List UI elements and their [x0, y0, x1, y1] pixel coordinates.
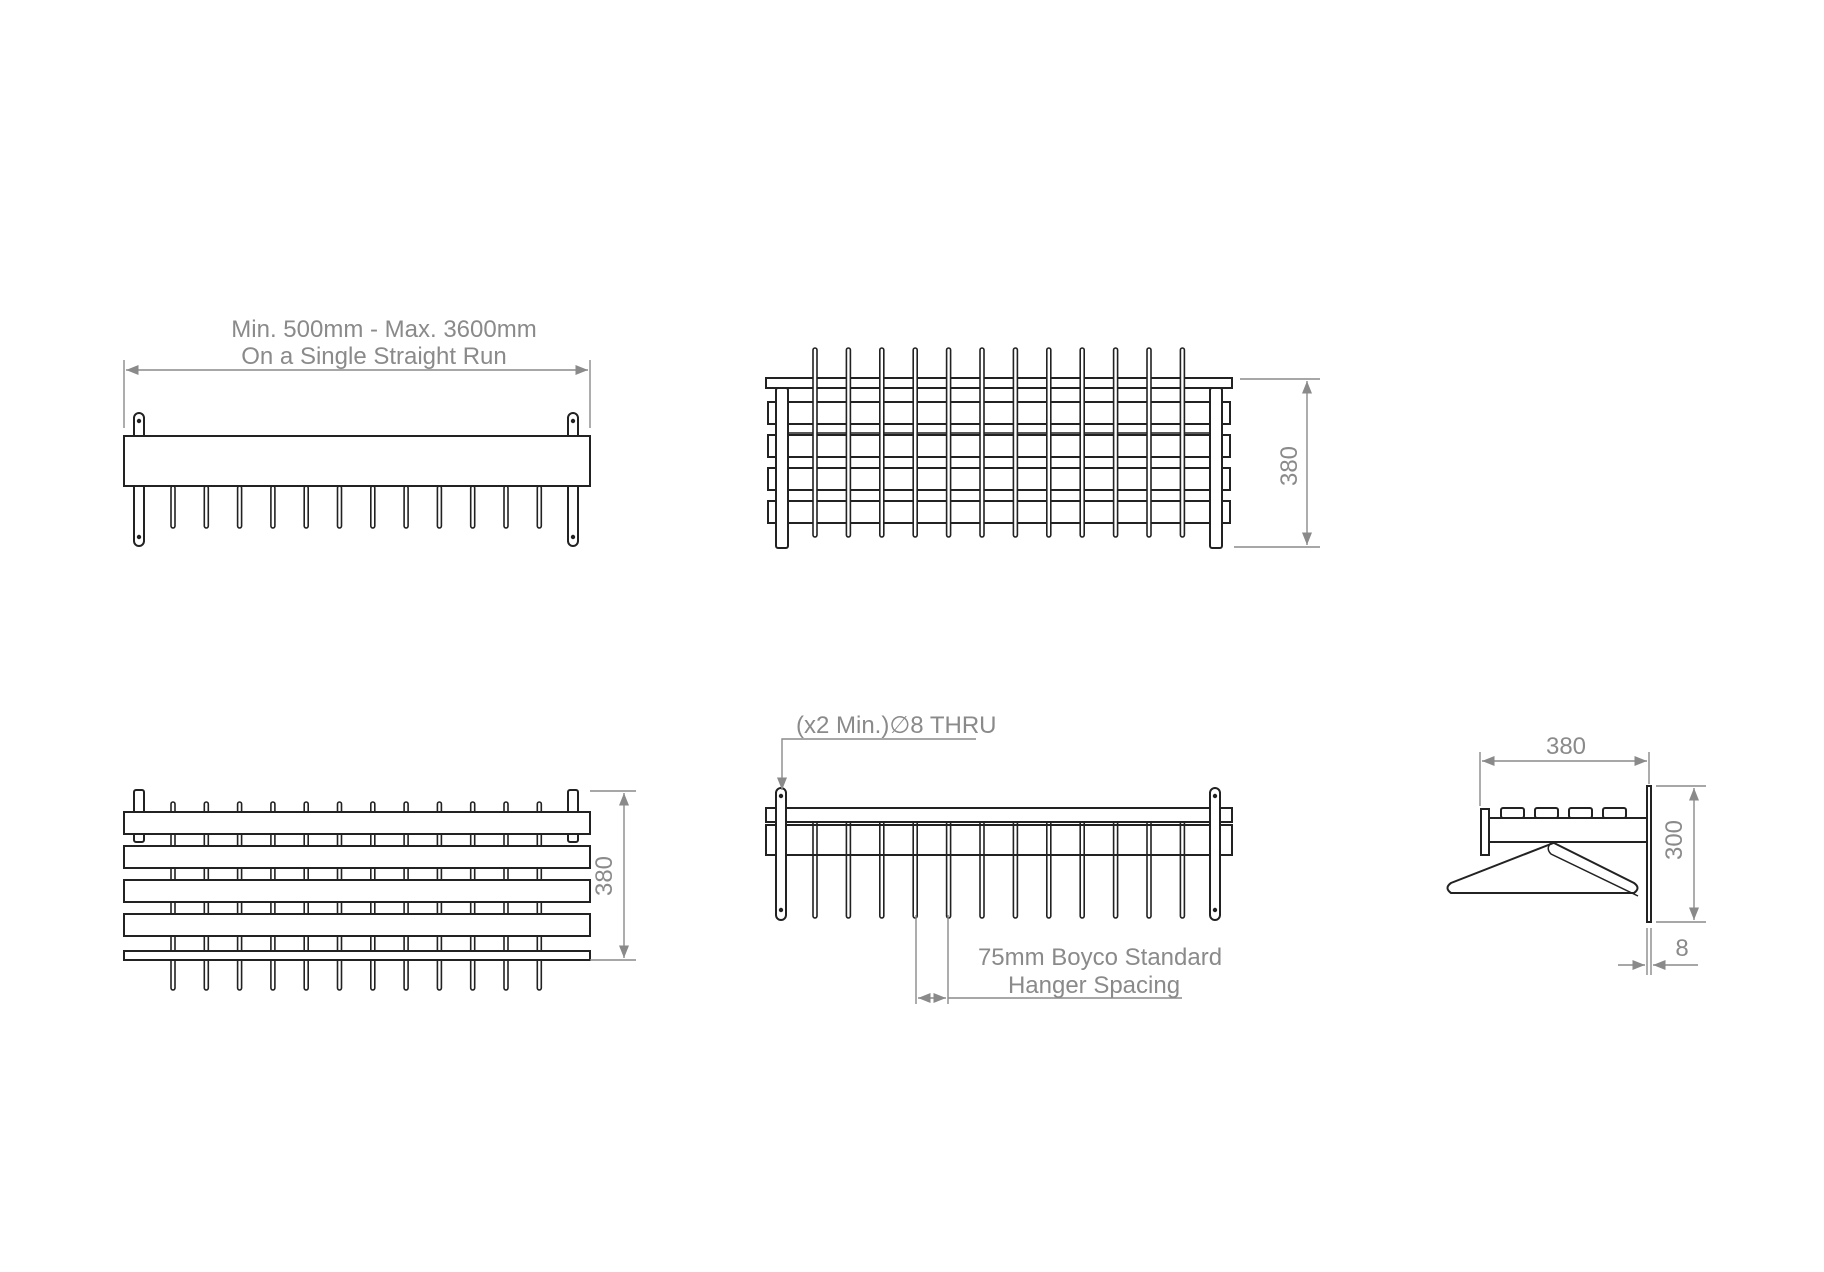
hanger-rod	[203, 485, 210, 529]
slat	[767, 500, 1231, 524]
hanger-rod	[1146, 347, 1152, 538]
hanger-rod	[536, 485, 543, 529]
front-rail	[123, 435, 591, 487]
slat	[123, 879, 591, 903]
hanger-rod	[1179, 817, 1186, 919]
hanger-rod	[1112, 817, 1119, 919]
hanger-rod	[1079, 817, 1085, 919]
side-elevation-view: 380 300 8	[1446, 733, 1706, 975]
hanger-rod	[979, 347, 985, 538]
front-stop	[1480, 808, 1490, 856]
hanger-rod	[878, 347, 885, 538]
side-height-label: 300	[1661, 820, 1688, 860]
left-bracket	[775, 387, 789, 549]
hanger-rod	[1179, 347, 1186, 538]
wall-plate	[1646, 785, 1652, 923]
rear-rail	[765, 807, 1233, 823]
hanger-rod	[1046, 817, 1052, 919]
hanger-rod	[236, 485, 243, 529]
hanger-rod	[845, 817, 852, 919]
hanger-rod	[1079, 347, 1085, 538]
slat	[767, 467, 1231, 491]
side-shelf-body	[1487, 817, 1648, 843]
top-slats	[767, 401, 1231, 524]
slat	[123, 811, 591, 835]
hanger-rod	[1112, 347, 1119, 538]
hanger-rod	[303, 485, 310, 529]
spacing-label-line1: 75mm Boyco Standard	[978, 944, 1222, 971]
hanger-rod	[912, 347, 919, 538]
slat	[123, 845, 591, 869]
length-range-label: Min. 500mm - Max. 3600mm	[231, 316, 536, 343]
right-bracket	[1209, 787, 1221, 921]
hanger-rod	[812, 347, 818, 538]
hanger-rod	[845, 347, 852, 538]
hanger-rod	[469, 485, 476, 529]
hanger-rod	[1046, 347, 1052, 538]
left-bracket	[775, 787, 787, 921]
top-plan-view: 380	[765, 347, 1320, 549]
slat	[767, 401, 1231, 425]
hanger-rod	[170, 485, 176, 529]
hanger-rod	[945, 347, 952, 538]
hanger-rod	[1146, 817, 1152, 919]
hanger-rod	[1012, 817, 1019, 919]
hanger-rod	[945, 817, 952, 919]
coat-hanger-icon	[1446, 841, 1639, 894]
underside-view: 380	[123, 789, 636, 991]
depth-label-top: 380	[1276, 446, 1303, 486]
slat	[767, 434, 1231, 458]
underside-slats	[123, 811, 591, 937]
rear-rail-lower	[765, 824, 1233, 856]
top-shelf	[765, 377, 1233, 389]
length-note-label: On a Single Straight Run	[241, 343, 507, 370]
rear-elevation-view: (x2 Min.)∅8 THRU 75mm Boyco Standard Han…	[765, 712, 1233, 1004]
right-bracket	[1209, 387, 1223, 549]
front-elevation-view: Min. 500mm - Max. 3600mm On a Single Str…	[123, 316, 591, 547]
bottom-shelf	[123, 950, 591, 961]
front-hanger-rods	[170, 485, 543, 529]
hanger-rod	[979, 817, 985, 919]
hanger-rod	[503, 485, 509, 529]
hanger-rod	[336, 485, 343, 529]
rear-hanger-rods	[812, 817, 1186, 919]
hanger-rod	[812, 817, 818, 919]
hanger-rod	[436, 485, 443, 529]
top-hanger-rods	[812, 347, 1186, 538]
fixing-holes-label: (x2 Min.)∅8 THRU	[796, 712, 996, 739]
hanger-rod	[403, 485, 409, 529]
hanger-rod	[912, 817, 919, 919]
hanger-rod	[1012, 347, 1019, 538]
depth-label-bottom: 380	[591, 856, 618, 896]
side-thickness-label: 8	[1675, 935, 1688, 962]
hanger-rod	[270, 485, 276, 529]
hanger-rod	[878, 817, 885, 919]
spacing-label-line2: Hanger Spacing	[1008, 972, 1180, 999]
hanger-rod	[369, 485, 376, 529]
slat	[123, 913, 591, 937]
side-depth-label: 380	[1546, 733, 1586, 760]
